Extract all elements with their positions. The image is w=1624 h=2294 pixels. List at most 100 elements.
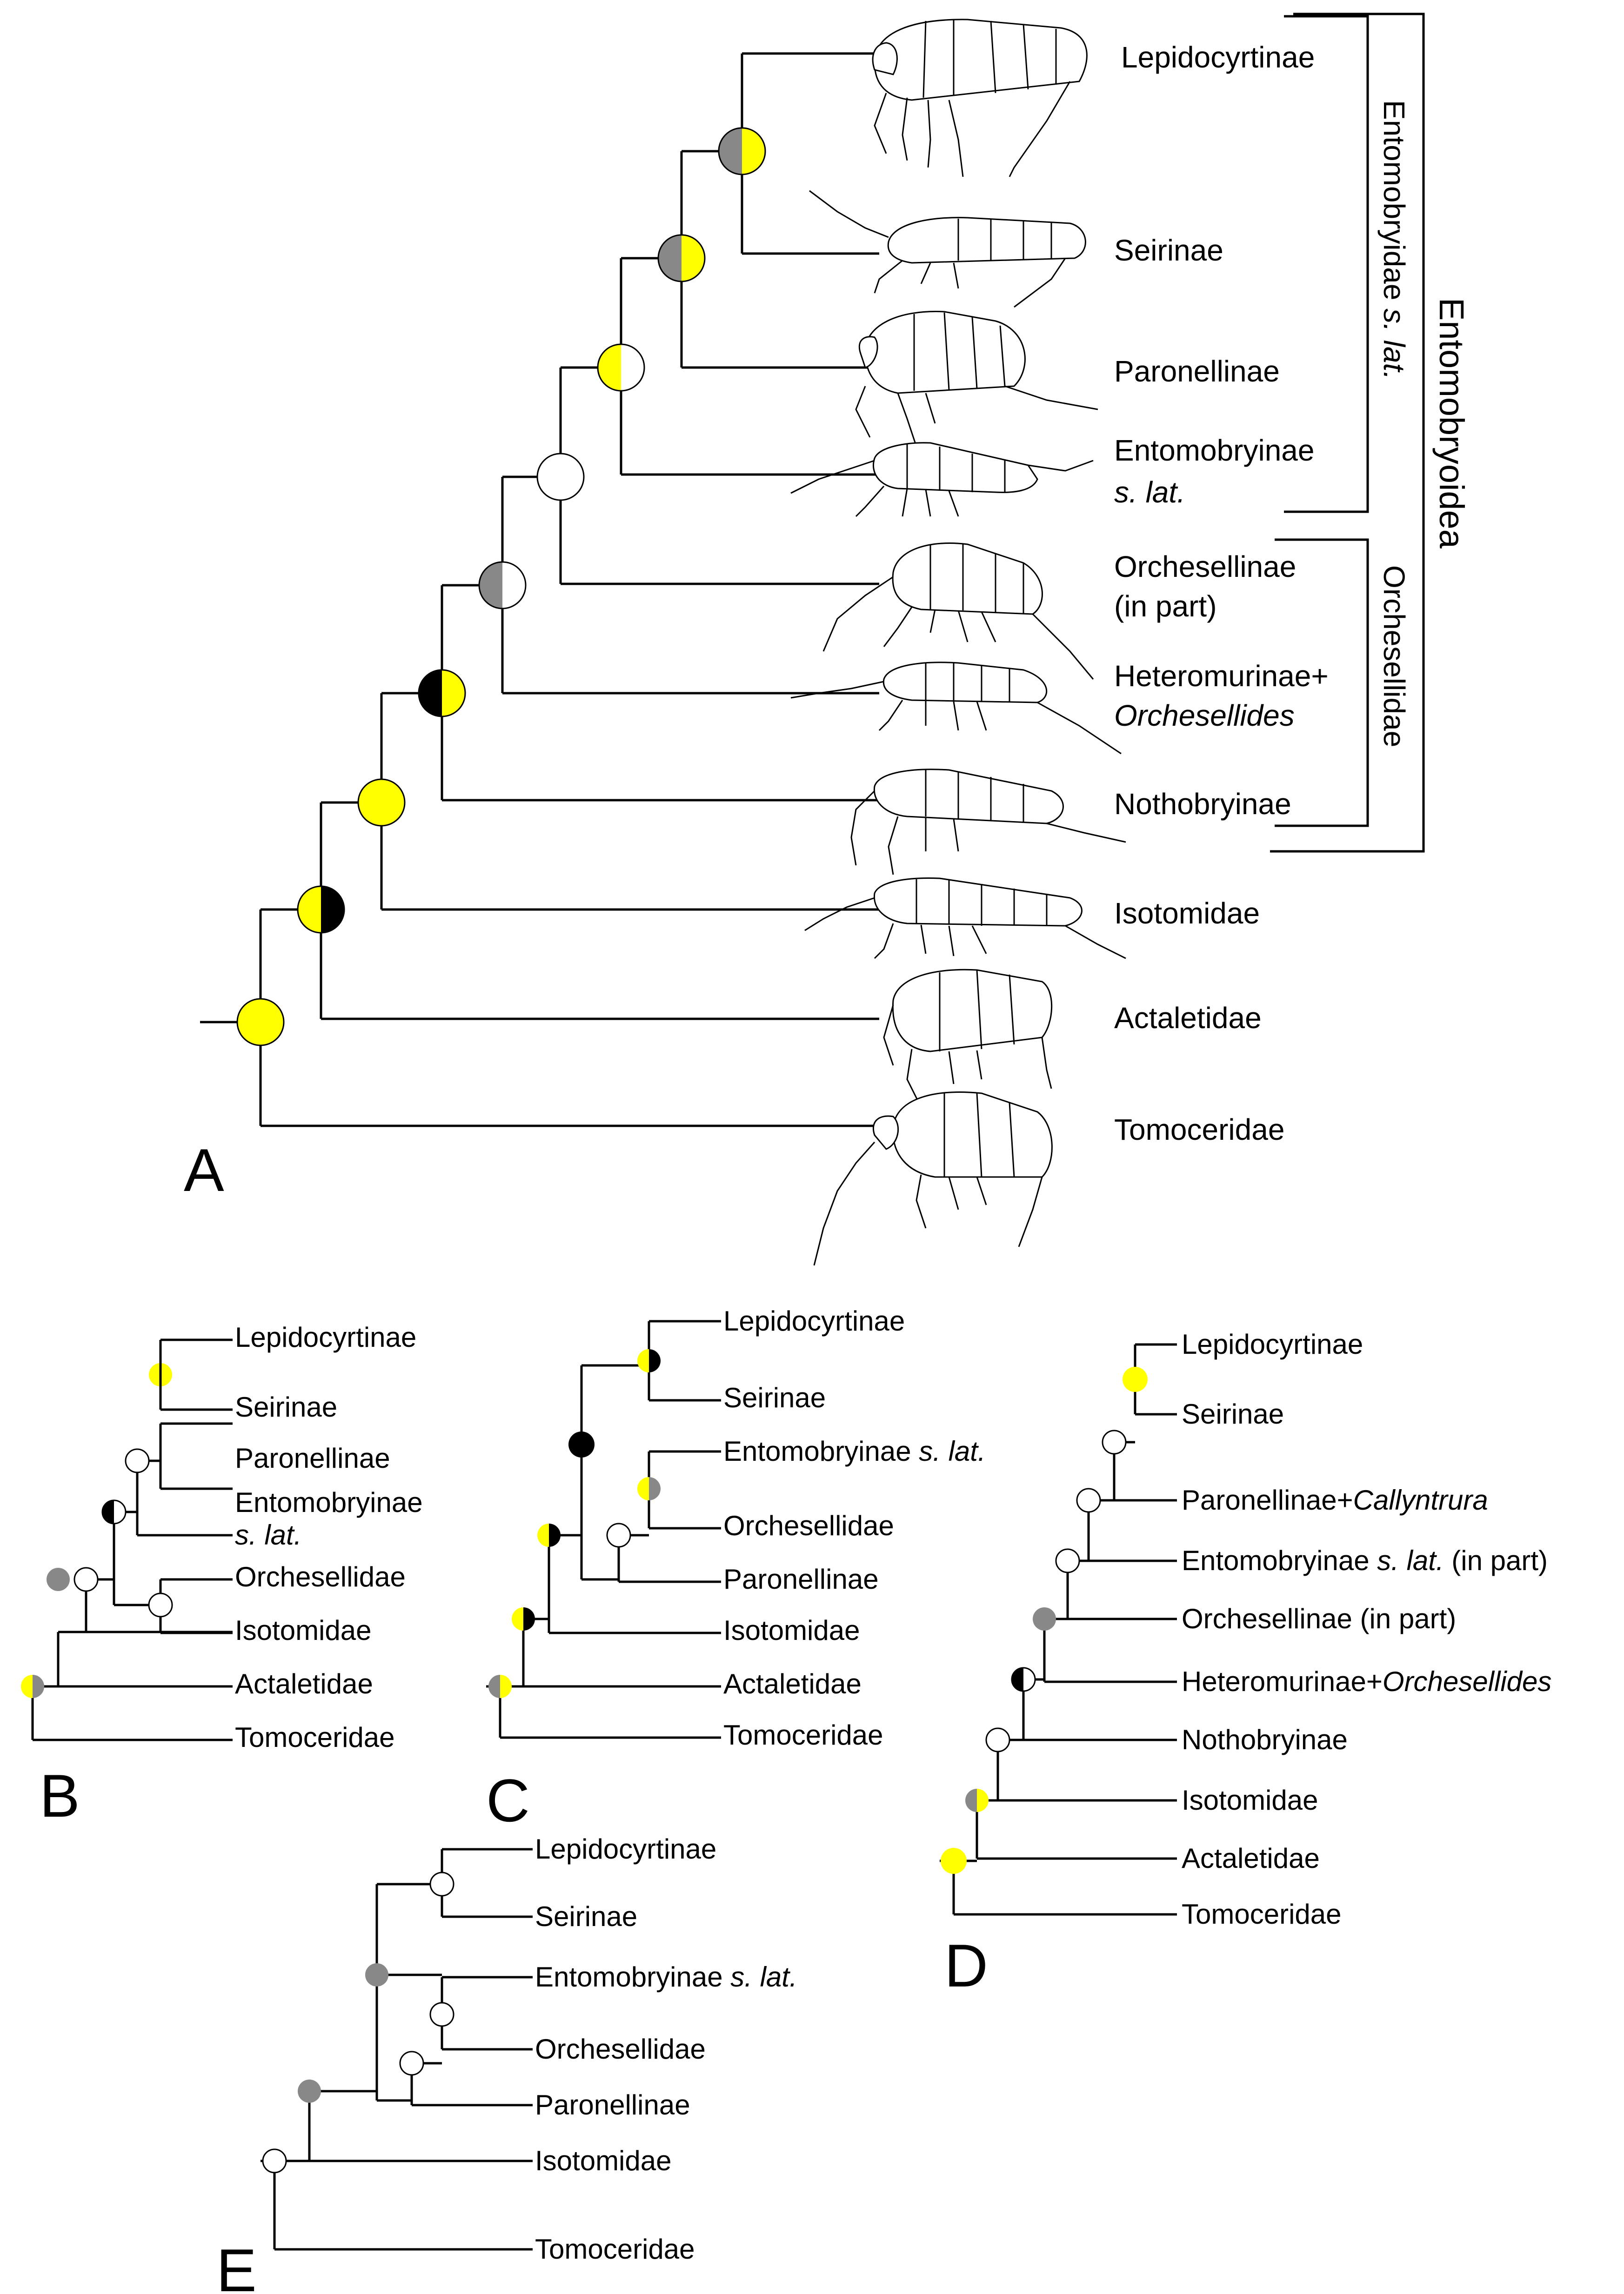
panel-c-nodes: [488, 1349, 661, 1698]
panel-d-orchesellinae: Orchesellinae (in part): [1182, 1603, 1456, 1634]
panel-c-isotomidae: Isotomidae: [723, 1615, 860, 1646]
lepidocyrtinae-drawing: [872, 19, 1088, 177]
taxon-seirinae: Seirinae: [1114, 234, 1223, 267]
panel-d-node-3-marker: [1011, 1667, 1036, 1692]
taxon-tomoceridae: Tomoceridae: [1114, 1113, 1284, 1146]
panel-d-branches: [940, 1343, 1177, 1916]
panel-e-lepidocyrtinae: Lepidocyrtinae: [535, 1833, 716, 1865]
node-root-marker: [236, 998, 285, 1046]
orchesellinae-drawing: [822, 542, 1094, 680]
panel-c-node-6-marker: [637, 1349, 661, 1372]
panel-e-node-5-marker: [429, 1872, 454, 1897]
entomobryoidea-bracket-label: Entomobryoidea: [1432, 298, 1471, 549]
panel-c-seirinae: Seirinae: [723, 1382, 826, 1413]
panel-e-root-marker: [262, 2148, 287, 2174]
panel-d-node-8-marker: [1123, 1367, 1148, 1392]
node-4-marker: [478, 561, 527, 609]
panel-c-node-5-marker: [637, 1477, 661, 1500]
panel-b-node-1-marker: [47, 1568, 70, 1591]
taxon-orchesellinae: Orchesellinae: [1114, 550, 1296, 583]
panel-d-isotomidae: Isotomidae: [1182, 1785, 1318, 1816]
panel-b-actaletidae: Actaletidae: [235, 1668, 373, 1699]
taxon-paronellinae: Paronellinae: [1114, 354, 1280, 388]
panel-e-seirinae: Seirinae: [535, 1901, 637, 1932]
orchesellidae-bracket: [1275, 538, 1369, 827]
node-6-marker: [597, 343, 645, 392]
taxon-entomobryinae-slat: s. lat.: [1114, 475, 1185, 509]
actaletidae-drawing: [883, 969, 1053, 1108]
panel-b-nodes: [21, 1363, 173, 1698]
panel-b-entomobryinae-slat: s. lat.: [235, 1519, 301, 1551]
panel-d-node-7-marker: [1102, 1430, 1127, 1455]
panel-e-isotomidae: Isotomidae: [535, 2145, 672, 2176]
entomobryoidea-bracket: [1270, 13, 1425, 853]
panel-b-node-4-marker: [148, 1592, 173, 1618]
entomobryidae-bracket: [1284, 15, 1369, 513]
panel-a-labels: Lepidocyrtinae Seirinae Paronellinae Ent…: [1114, 40, 1329, 1146]
panel-a-brackets: Entomobryidae s. lat. Orchesellidae Ento…: [1270, 13, 1471, 853]
panel-c-lepidocyrtinae: Lepidocyrtinae: [723, 1305, 905, 1337]
panel-b-letter: B: [40, 1762, 80, 1830]
node-1-marker: [297, 885, 345, 934]
panel-e-tomoceridae: Tomoceridae: [535, 2234, 695, 2265]
panel-e-letter: E: [216, 2236, 257, 2294]
panel-b-labels: Lepidocyrtinae Seirinae Paronellinae Ent…: [235, 1322, 423, 1753]
panel-c-node-3-marker: [568, 1431, 595, 1458]
panel-e-entomobryinae: Entomobryinae s. lat.: [535, 1961, 797, 1993]
panel-d-node-6-marker: [1076, 1488, 1101, 1513]
panel-b-node-2-marker: [74, 1567, 99, 1592]
panel-e: Lepidocyrtinae Seirinae Entomobryinae s.…: [216, 1833, 797, 2294]
node-7-marker: [657, 234, 706, 282]
panel-c-tomoceridae: Tomoceridae: [723, 1719, 883, 1751]
panel-e-paronellinae: Paronellinae: [535, 2089, 690, 2120]
entomobryidae-bracket-label: Entomobryidae s. lat.: [1377, 100, 1411, 380]
panel-b-node-5-marker: [125, 1448, 150, 1473]
panel-b-node-3-marker: [101, 1499, 127, 1525]
panel-d-node-2-marker: [985, 1727, 1010, 1752]
node-3-marker: [418, 669, 466, 717]
panel-e-node-2-marker: [365, 1963, 388, 1986]
panel-d: Lepidocyrtinae Seirinae Paronellinae+Cal…: [940, 1329, 1551, 2000]
panel-a-specimen-drawings: [790, 19, 1126, 1266]
panel-d-letter: D: [944, 1932, 988, 2000]
panel-d-labels: Lepidocyrtinae Seirinae Paronellinae+Cal…: [1182, 1329, 1551, 1930]
heteromurinae-drawing: [790, 662, 1122, 755]
nothobryinae-drawing: [850, 769, 1126, 875]
panel-e-branches: [261, 1848, 533, 2251]
panel-c: Lepidocyrtinae Seirinae Entomobryinae s.…: [486, 1305, 986, 1834]
tomoceridae-drawing: [813, 1091, 1053, 1266]
panel-d-entomobryinae: Entomobryinae s. lat. (in part): [1182, 1545, 1548, 1576]
panel-c-node-4-marker: [606, 1523, 631, 1548]
taxon-heteromurinae: Heteromurinae+: [1114, 659, 1329, 693]
taxon-actaletidae: Actaletidae: [1114, 1001, 1262, 1035]
taxon-isotomidae: Isotomidae: [1114, 896, 1260, 930]
panel-d-nodes: [941, 1367, 1148, 1874]
panel-a: Lepidocyrtinae Seirinae Paronellinae Ent…: [184, 13, 1471, 1266]
panel-c-paronellinae: Paronellinae: [723, 1564, 879, 1595]
panel-c-node-2-marker: [537, 1524, 561, 1547]
panel-c-branches: [486, 1320, 721, 1739]
panel-b-orchesellidae: Orchesellidae: [235, 1561, 406, 1592]
taxon-orchesellinae-part: (in part): [1114, 589, 1217, 623]
panel-b-isotomidae: Isotomidae: [235, 1615, 372, 1646]
panel-d-node-5-marker: [1055, 1548, 1080, 1573]
panel-d-node-4-marker: [1033, 1607, 1056, 1631]
panel-c-root-marker: [488, 1675, 512, 1698]
entomobryinae-drawing: [790, 442, 1094, 517]
panel-d-seirinae: Seirinae: [1182, 1398, 1284, 1430]
panel-d-root-marker: [941, 1848, 967, 1874]
taxon-orchesellides: Orchesellides: [1114, 699, 1295, 732]
panel-e-orchesellidae: Orchesellidae: [535, 2033, 706, 2065]
panel-d-tomoceridae: Tomoceridae: [1182, 1899, 1342, 1930]
panel-d-actaletidae: Actaletidae: [1182, 1843, 1320, 1874]
panel-d-heteromurinae: Heteromurinae+Orchesellides: [1182, 1666, 1551, 1697]
panel-e-node-1-marker: [298, 2080, 321, 2103]
seirinae-drawing: [809, 190, 1086, 308]
panel-d-node-1-marker: [965, 1789, 989, 1812]
panel-b-seirinae: Seirinae: [235, 1391, 337, 1423]
node-5-marker: [536, 453, 585, 501]
panel-d-nothobryinae: Nothobryinae: [1182, 1724, 1348, 1755]
panel-a-letter: A: [184, 1136, 224, 1204]
panel-c-orchesellidae: Orchesellidae: [723, 1510, 894, 1541]
